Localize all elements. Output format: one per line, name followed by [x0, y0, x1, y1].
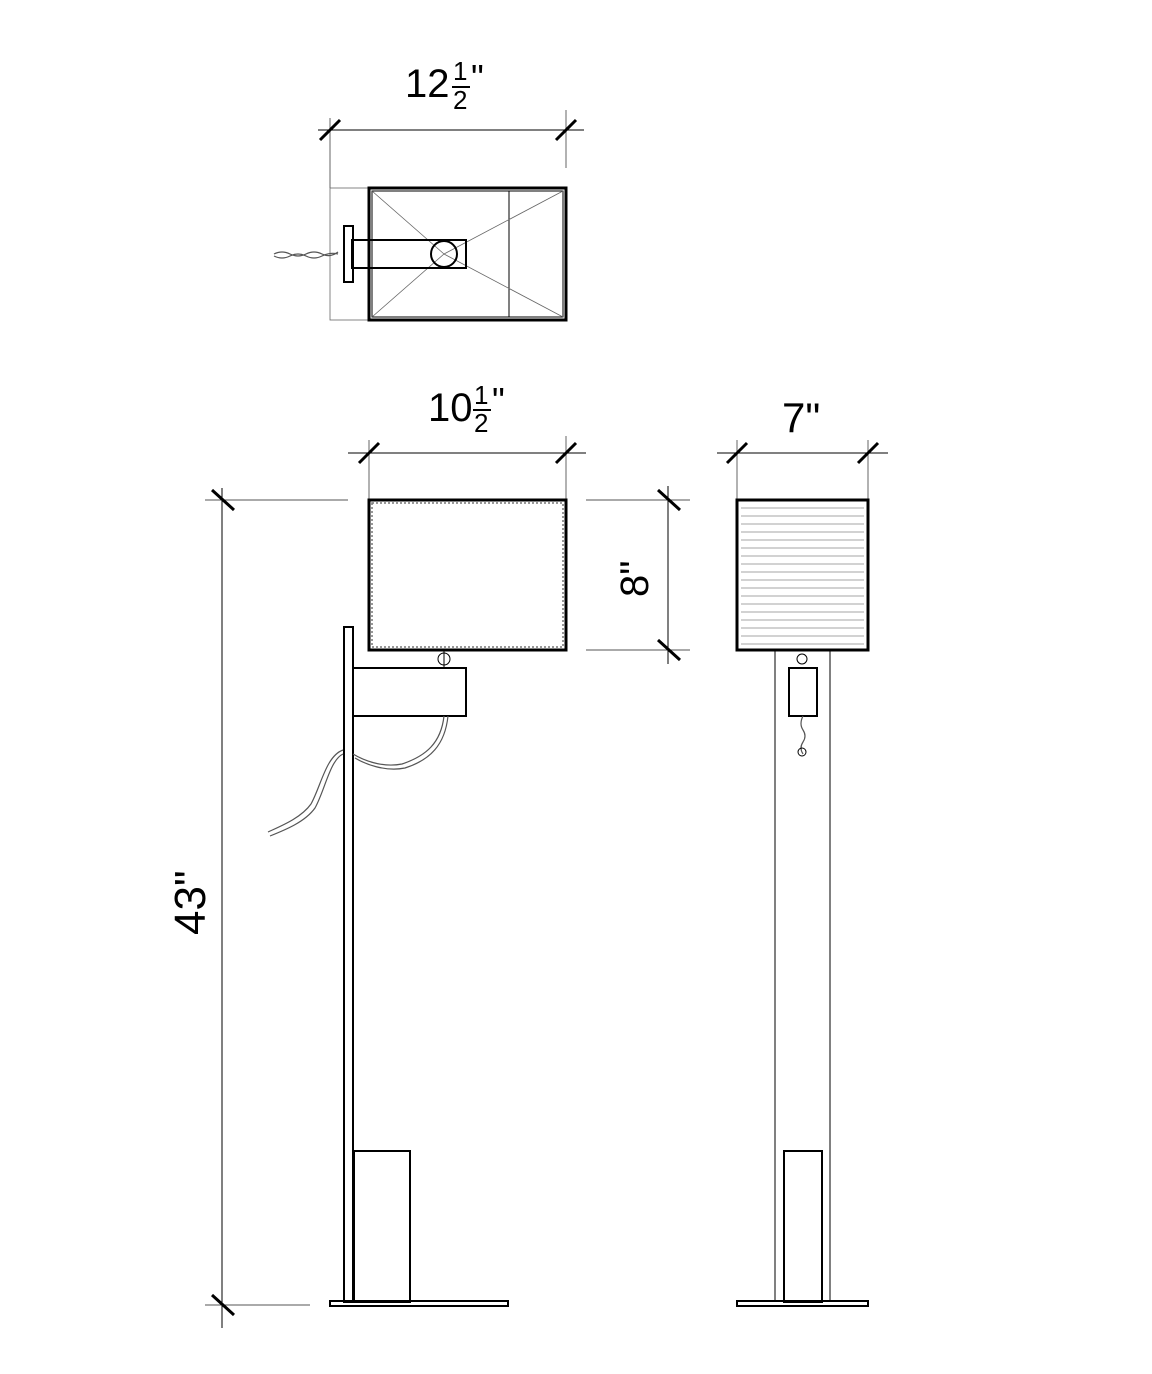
top-width-numerator: 1 [453, 56, 467, 86]
dimension-top-width: 12 1 2 " [318, 56, 584, 188]
front-width-unit: " [492, 380, 505, 421]
front-view: 10 1 2 " 43" 8" [166, 380, 690, 1328]
top-width-unit: " [471, 57, 484, 98]
front-view-weight-block [353, 1150, 411, 1303]
side-view: 7" [717, 394, 888, 1307]
side-view-base-plate [736, 1300, 869, 1307]
front-view-cord [267, 715, 449, 837]
front-view-post [343, 626, 354, 1303]
top-view-shade [367, 186, 568, 322]
dimension-shade-height: 8" [586, 486, 690, 664]
shade-height-label: 8" [613, 561, 657, 597]
front-view-arm [352, 667, 467, 717]
front-width-numerator: 1 [474, 380, 488, 410]
top-view-post [343, 225, 354, 283]
side-view-shade [735, 498, 870, 652]
top-view-cord [273, 251, 339, 257]
front-width-denominator: 2 [474, 408, 488, 438]
dimension-side-width: 7" [717, 394, 888, 500]
side-view-switch-box [788, 667, 818, 717]
top-view-bulb-socket [430, 240, 458, 268]
front-view-shade [367, 498, 568, 652]
side-view-shade-pleats [741, 507, 864, 645]
side-view-weight-block [783, 1150, 823, 1303]
front-view-base-plate [329, 1300, 509, 1307]
side-width-label: 7" [782, 394, 820, 441]
side-view-socket [796, 653, 808, 665]
dimension-total-height: 43" [166, 488, 348, 1328]
top-view: 12 1 2 " [273, 56, 584, 322]
total-height-label: 43" [166, 870, 215, 935]
dimension-front-width: 10 1 2 " [348, 380, 586, 500]
front-width-whole: 10 [428, 386, 473, 430]
top-width-denominator: 2 [453, 85, 467, 115]
top-width-whole: 12 [405, 62, 450, 106]
